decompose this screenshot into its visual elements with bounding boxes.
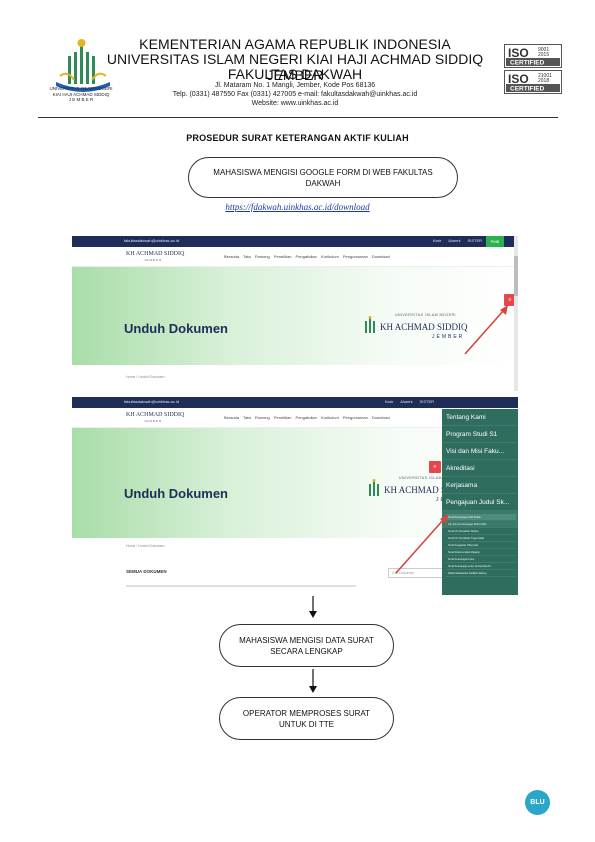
site-topbar: fakultasdakwah@uinkhas.ac.id Karir Alumn… xyxy=(72,236,518,247)
iso-label: ISO xyxy=(508,72,529,86)
menu-toggle-button: ≡ xyxy=(429,461,441,473)
submenu-item: Surat Pengantar Observasi xyxy=(446,542,516,549)
website-screenshot-2: fakultasdakwah@uinkhas.ac.id Karir Alumn… xyxy=(72,397,518,595)
hero-logo-text: KH ACHMAD SIDDIQ xyxy=(384,485,472,495)
site-navbar: KH ACHMAD SIDDIQ JEMBER Beranda Tata Pam… xyxy=(72,247,518,267)
hero-title: Unduh Dokumen xyxy=(124,486,228,501)
menu-item-tentang-kami: Tentang Kami xyxy=(442,409,518,426)
site-nav-items: Beranda Tata Pamong Penelitian Pengabdia… xyxy=(224,415,390,420)
iso-standard: 21001 xyxy=(538,73,552,79)
iso-label: ISO xyxy=(508,46,529,60)
iso-status: CERTIFIED xyxy=(510,86,545,93)
hero-title: Unduh Dokumen xyxy=(124,321,228,336)
ministry-name: KEMENTERIAN AGAMA REPUBLIK INDONESIA xyxy=(139,36,451,52)
breadcrumb: Home / Unduh Dokumen xyxy=(126,375,165,379)
hero-banner xyxy=(72,267,518,365)
flow-arrow-down-icon xyxy=(309,596,317,618)
submenu-item: Izin Survei Keterangan Aktif Kuliah xyxy=(446,521,516,528)
red-pointer-arrow-icon xyxy=(395,514,448,574)
download-link[interactable]: https://fdakwah.uinkhas.ac.id/download xyxy=(225,202,370,212)
document-title: PROSEDUR SURAT KETERANGAN AKTIF KULIAH xyxy=(186,133,409,143)
site-topbar: fakultasdakwah@uinkhas.ac.id Karir Alumn… xyxy=(72,397,518,408)
site-logo: KH ACHMAD SIDDIQ xyxy=(126,251,185,257)
scrollbar xyxy=(514,236,518,391)
faculty-name: FAKULTAS DAKWAH xyxy=(227,66,363,82)
iso-status: CERTIFIED xyxy=(510,60,545,67)
website-line: Website: www.uinkhas.ac.id xyxy=(251,100,339,107)
site-navbar: KH ACHMAD SIDDIQ JEMBER Beranda Tata Pam… xyxy=(72,408,518,428)
topbar-links: Karir Alumni SISTER xyxy=(384,399,434,404)
uin-emblem-icon xyxy=(365,316,375,333)
iso-21001-badge: ISO 21001 2018 CERTIFIED xyxy=(504,70,562,94)
menu-item-akreditasi: Akreditasi xyxy=(442,460,518,477)
iso-9001-badge: ISO 9001 2015 CERTIFIED xyxy=(504,44,562,68)
logo-caption: UNIVERSITAS ISLAM NEGERI KIAI HAJI ACHMA… xyxy=(49,86,113,102)
section-title: SEMUA DOKUMEN xyxy=(126,569,167,574)
university-name: UNIVERSITAS ISLAM NEGERI KIAI HAJI ACHMA… xyxy=(106,51,484,83)
site-logo-sub: JEMBER xyxy=(144,419,163,423)
flow-step-operator-process: OPERATOR MEMPROSES SURAT UNTUK DI TTE xyxy=(219,697,394,740)
hero-logo-top: UNIVERSITAS ISLAM NEGERI xyxy=(395,313,456,317)
submenu-item-aktif-kuliah: Surat Keterangan Aktif Kuliah xyxy=(446,514,516,521)
contact-line: Telp. (0331) 487550 Fax (0331) 427005 e-… xyxy=(172,91,418,98)
topbar-email: fakultasdakwah@uinkhas.ac.id xyxy=(124,399,179,404)
submenu-item: Surat Izin Penelitian Tugas Mata xyxy=(446,535,516,542)
topbar-links: Karir Alumni SISTER xyxy=(432,238,482,243)
breadcrumb: Home / Unduh Dokumen xyxy=(126,544,165,548)
menu-toggle-button: ≡ xyxy=(504,294,516,306)
flow-step-fill-data: MAHASISWA MENGISI DATA SURAT SECARA LENG… xyxy=(219,624,394,667)
hero-logo-text: KH ACHMAD SIDDIQ xyxy=(380,322,468,332)
akademik-submenu: Surat Keterangan Aktif Kuliah Izin Surve… xyxy=(446,514,516,577)
letterhead: UNIVERSITAS ISLAM NEGERI KIAI HAJI ACHMA… xyxy=(0,0,595,118)
topbar-email: fakultasdakwah@uinkhas.ac.id xyxy=(124,238,179,243)
header-rule xyxy=(38,117,558,118)
site-logo-sub: JEMBER xyxy=(144,258,163,262)
pmb-button: PMB xyxy=(486,236,504,247)
submenu-item: Surat Izin Penelitian Skripsi xyxy=(446,528,516,535)
submenu-item: Surat Keterangan Lulus xyxy=(446,556,516,563)
flow-arrow-down-icon xyxy=(309,669,317,693)
submenu-item: Surat Keterangan Lulus Komprehensif xyxy=(446,563,516,570)
website-screenshot-1: fakultasdakwah@uinkhas.ac.id Karir Alumn… xyxy=(72,236,518,391)
hero-logo-bottom: JEMBER xyxy=(432,334,465,340)
university-logo xyxy=(56,39,110,92)
iso-year: 2015 xyxy=(538,52,549,58)
iso-standard: 9001 xyxy=(538,47,549,53)
blu-badge: BLU xyxy=(525,790,550,815)
menu-item-kerjasama: Kerjasama xyxy=(442,477,518,494)
iso-year: 2018 xyxy=(538,78,549,84)
dropdown-menu: Tentang Kami Program Studi S1 Visi dan M… xyxy=(442,409,518,595)
document-list-placeholder xyxy=(126,585,356,587)
site-logo: KH ACHMAD SIDDIQ xyxy=(126,412,185,418)
submenu-item: Surat Rekomendasi Magang xyxy=(446,549,516,556)
red-pointer-arrow-icon xyxy=(464,305,508,355)
submenu-item: Daftar Mahasiswa Fasilitas Sidang xyxy=(446,570,516,577)
hero-logo-top: UNIVERSITAS ISLAM NEGERI xyxy=(399,476,460,480)
uin-emblem-icon xyxy=(369,479,379,496)
menu-item-program-studi: Program Studi S1 xyxy=(442,426,518,443)
menu-item-pengajuan-judul: Pengajuan Judul Sk... xyxy=(442,494,518,511)
menu-item-visi-misi: Visi dan Misi Faku... xyxy=(442,443,518,460)
flow-step-google-form: MAHASISWA MENGISI GOOGLE FORM DI WEB FAK… xyxy=(188,157,458,198)
site-nav-items: Beranda Tata Pamong Penelitian Pengabdia… xyxy=(224,254,390,259)
address: Jl. Mataram No. 1 Mangli, Jember, Kode P… xyxy=(214,82,376,89)
